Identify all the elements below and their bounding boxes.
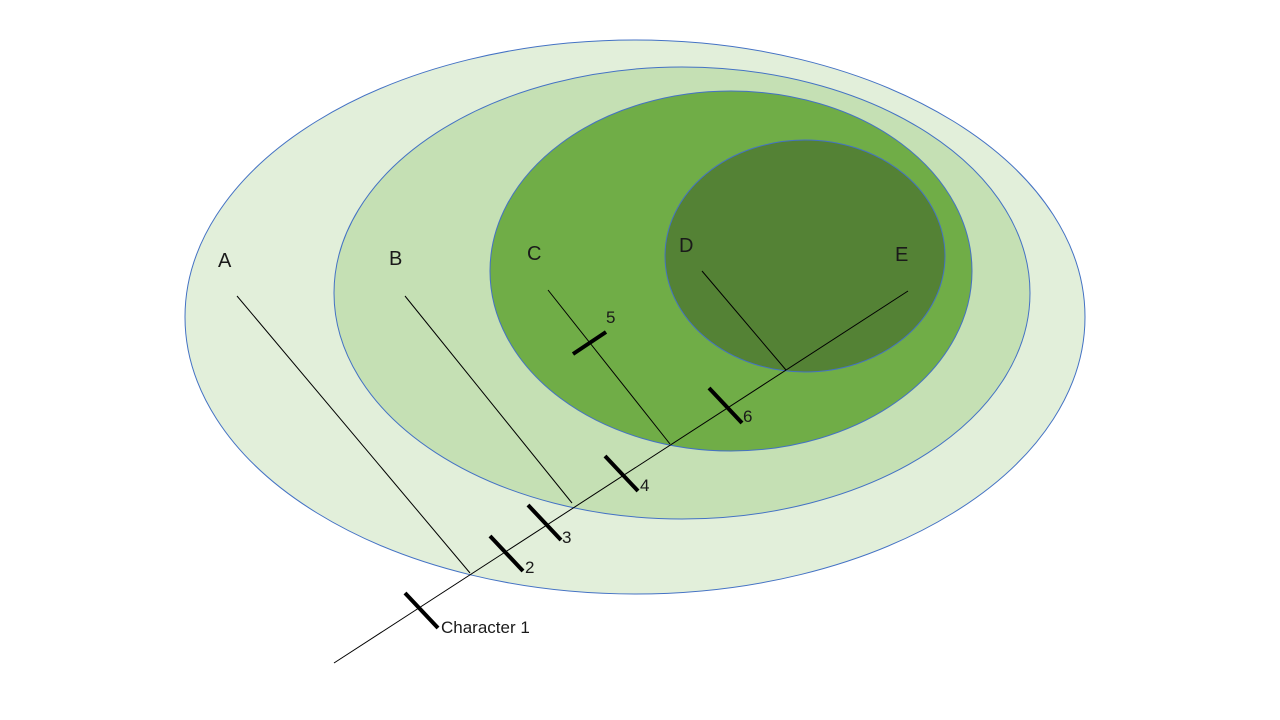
leader-line-d [701, 270, 787, 371]
leader-line-c [547, 289, 671, 445]
tick-mark-1 [403, 591, 440, 630]
marker-label-3: 3 [562, 528, 571, 547]
region-label-e: E [895, 244, 908, 266]
tick-mark-3 [526, 503, 563, 542]
region-label-d: D [679, 235, 693, 257]
tick-mark-4 [603, 454, 640, 493]
tick-mark-2 [488, 534, 525, 573]
region-label-a: A [218, 250, 232, 272]
marker-label-6: 6 [743, 407, 752, 426]
main-axis-line [333, 290, 909, 664]
tick-mark-5 [571, 330, 608, 356]
region-d-ellipse [664, 139, 946, 373]
marker-label-5: 5 [606, 308, 615, 327]
leader-line-b [404, 295, 573, 504]
tick-mark-6 [707, 386, 744, 425]
marker-label-1: Character 1 [441, 618, 530, 637]
region-label-c: C [527, 243, 541, 265]
region-label-b: B [389, 248, 402, 270]
leader-line-a [236, 295, 471, 574]
marker-label-2: 2 [525, 558, 534, 577]
marker-label-4: 4 [640, 476, 649, 495]
